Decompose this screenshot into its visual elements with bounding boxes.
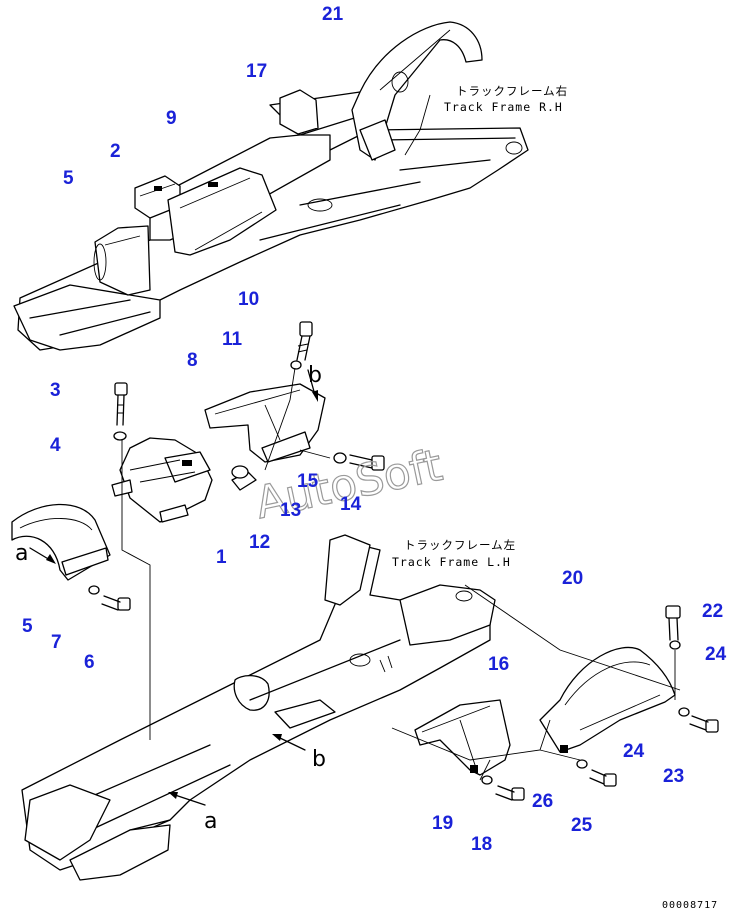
callout-8: 8: [187, 350, 198, 371]
callout-20: 20: [562, 568, 583, 589]
callout-7: 7: [51, 632, 62, 653]
callout-3: 3: [50, 380, 61, 401]
ref-arrows: [29, 369, 318, 806]
bolt-14: [349, 454, 385, 471]
cover-21: [351, 21, 483, 161]
callout-12: 12: [249, 532, 270, 553]
callout-24-top: 24: [705, 644, 727, 665]
cover-17: [279, 89, 319, 135]
bolt-18: [495, 785, 525, 801]
washer-24-top: [669, 640, 681, 650]
callout-1: 1: [216, 547, 227, 568]
assembly-lines: [121, 94, 681, 781]
ref-a-left: a: [15, 541, 28, 566]
cover-20: [539, 646, 676, 753]
bolt-23: [689, 715, 719, 733]
washer-11: [290, 360, 302, 370]
callout-19: 19: [432, 813, 453, 834]
bolt-25: [589, 769, 617, 787]
clip-12: [231, 465, 249, 479]
label-track-frame-lh-en: Track Frame L.H: [392, 555, 511, 569]
callout-4: 4: [50, 435, 61, 456]
ref-b-top: b: [308, 363, 322, 388]
callout-5-top: 5: [63, 168, 74, 189]
bolt-6: [101, 595, 131, 611]
callout-2: 2: [110, 141, 121, 162]
callout-numbers: 21 17 9 2 5 10 11 8 3 4 15 14 13 12 1 5 …: [22, 4, 727, 855]
ref-a-bottom: a: [204, 809, 217, 834]
washer-4: [113, 431, 127, 441]
washer-19: [481, 775, 493, 785]
callout-15: 15: [297, 471, 319, 492]
track-frame-rh: [13, 91, 529, 351]
drawing-code: 00008717: [662, 900, 718, 911]
label-track-frame-rh-jp: トラックフレーム右: [456, 84, 568, 98]
callout-17: 17: [246, 61, 267, 82]
callout-9: 9: [166, 108, 177, 129]
cover-8: [204, 383, 326, 463]
track-frame-lh: [21, 534, 496, 881]
callout-26: 26: [532, 791, 553, 812]
callout-23: 23: [663, 766, 684, 787]
washer-26: [576, 759, 588, 769]
bolt-10: [296, 321, 313, 361]
callout-16: 16: [488, 654, 509, 675]
label-track-frame-lh-jp: トラックフレーム左: [404, 538, 516, 552]
callout-22: 22: [702, 601, 723, 622]
washer-15: [333, 452, 347, 464]
callout-25: 25: [571, 815, 593, 836]
label-track-frame-rh-en: Track Frame R.H: [444, 100, 563, 114]
callout-13: 13: [280, 500, 301, 521]
bracket-1: [111, 437, 213, 523]
cover-9-top: [167, 167, 277, 256]
bolt-3: [114, 382, 128, 426]
callout-6: 6: [84, 652, 95, 673]
callout-18: 18: [471, 834, 492, 855]
callout-24: 24: [623, 741, 645, 762]
washer-7: [88, 585, 100, 595]
bolt-22: [665, 605, 681, 641]
cover-16: [414, 699, 511, 776]
callout-5-left: 5: [22, 616, 33, 637]
callout-21: 21: [322, 4, 344, 25]
cover-5-top: [93, 225, 151, 296]
callout-11: 11: [222, 329, 243, 350]
cover-5-left: [11, 503, 111, 581]
callout-14: 14: [340, 494, 362, 515]
callout-10: 10: [238, 289, 259, 310]
ref-b-bottom: b: [312, 747, 326, 772]
washer-24: [678, 707, 690, 717]
